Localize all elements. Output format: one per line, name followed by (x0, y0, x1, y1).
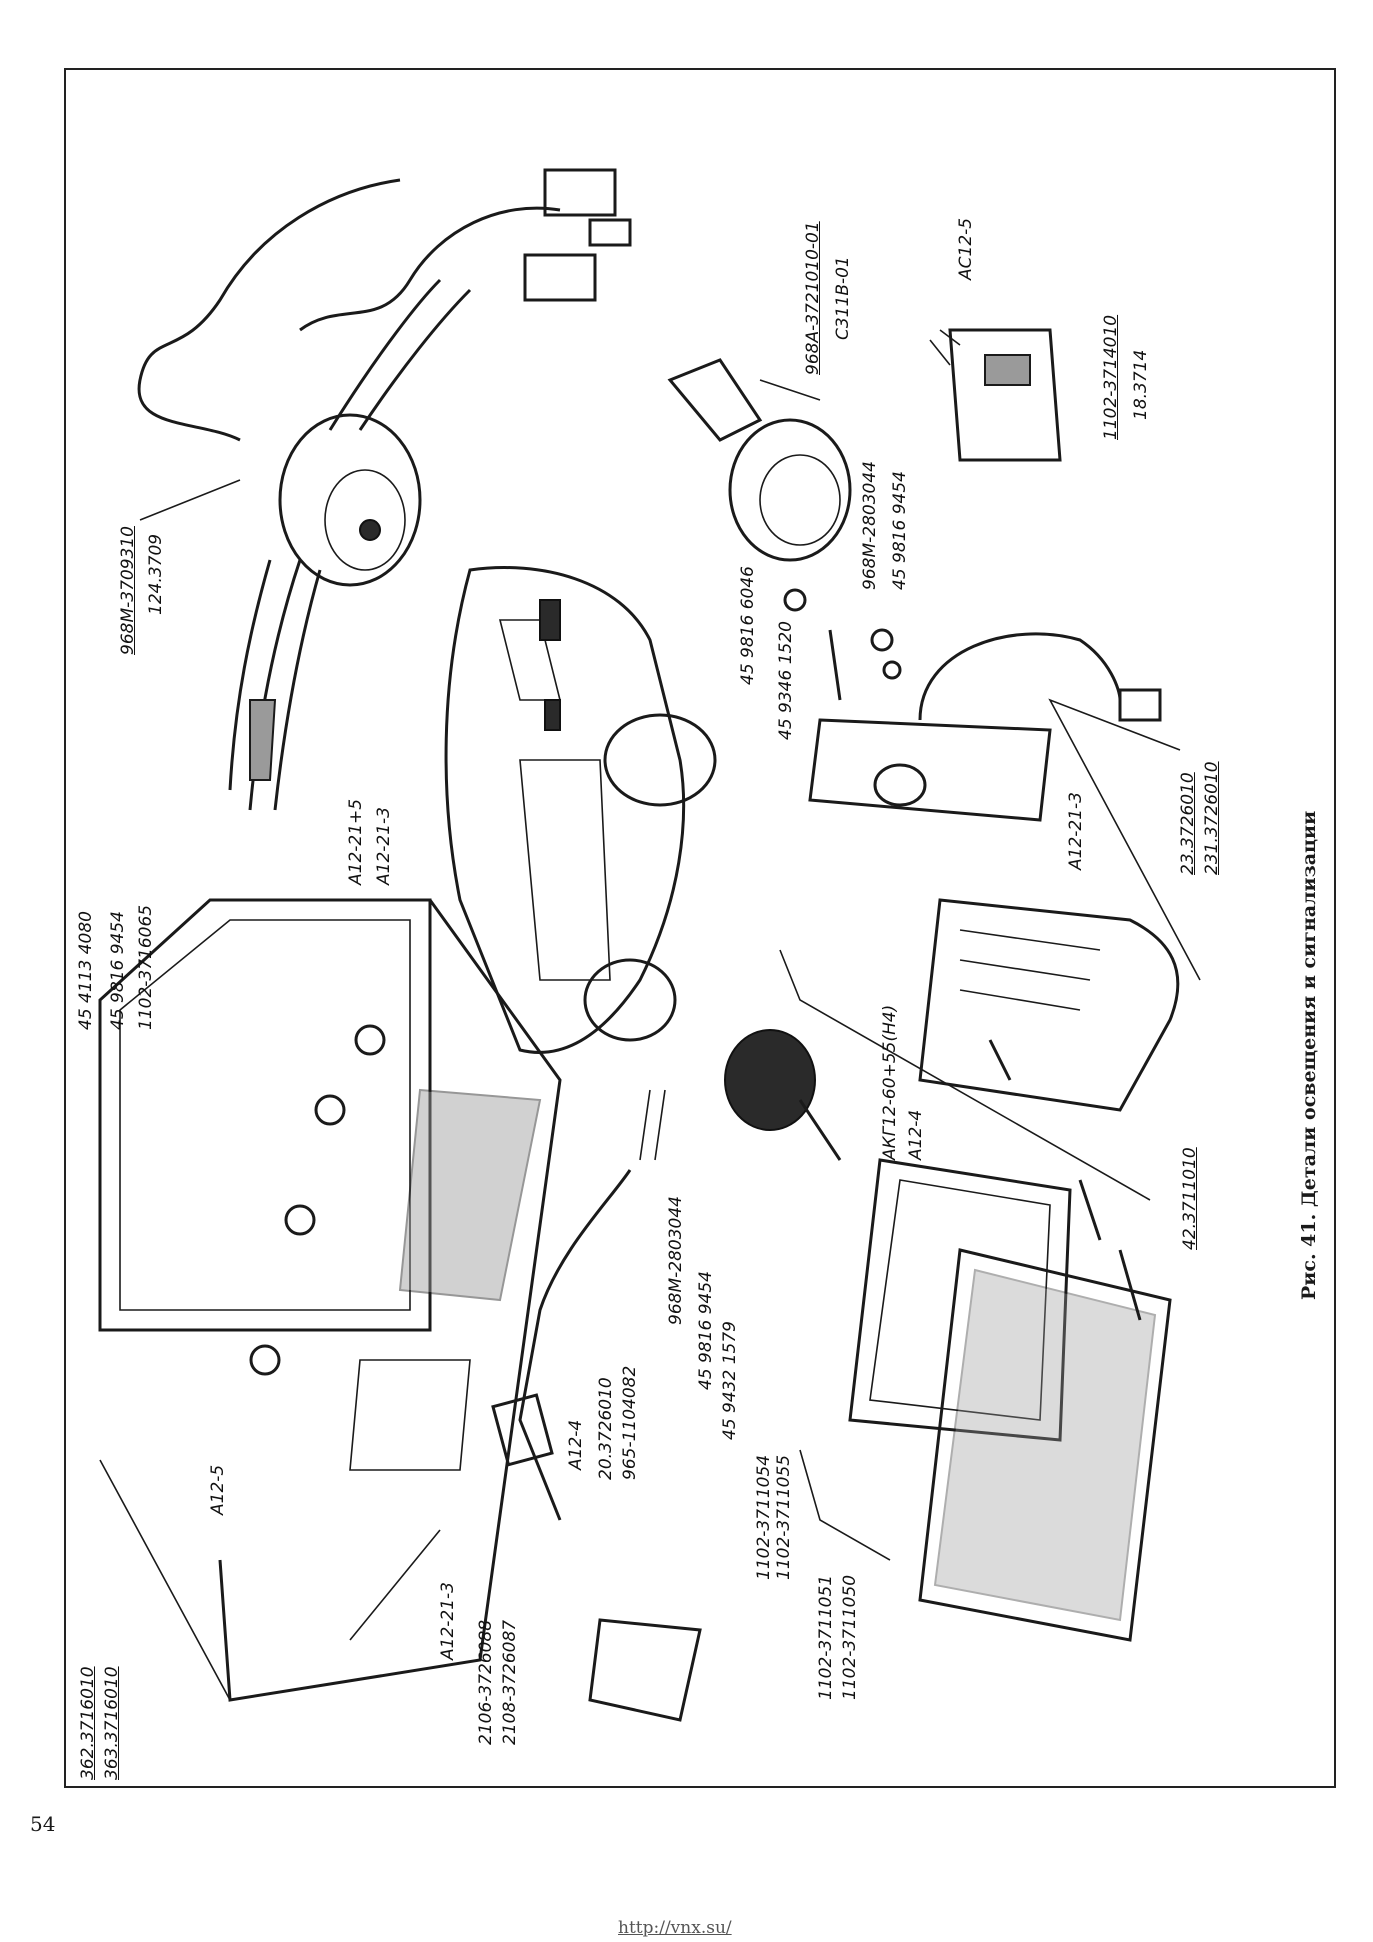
car-body-drawing (444, 566, 717, 1054)
part-label-headlamp: 42.3711010 (1180, 1147, 1200, 1250)
part-label-horn-washer: 45 9816 9454 (890, 471, 910, 590)
figure-caption: Рис. 41. Детали освещения и сигнализации (1298, 810, 1320, 1300)
part-label-headlamp-screw: 45 9432 1579 (720, 1321, 740, 1440)
part-label-bulb-ac12-5: АС12-5 (956, 217, 976, 280)
part-label-headlamp-nut: 968М-2803044 (666, 1196, 686, 1325)
part-label-horn: 968А-3721010-01 (803, 221, 823, 375)
part-label-bulb-a12-21-3-top: А12-21-3 (374, 807, 394, 885)
part-label-headlamp-washer: 45 9816 9454 (696, 1271, 716, 1390)
headlamp-drawing (724, 1029, 1172, 1642)
turn-signal-drawing (918, 898, 1180, 1112)
part-label-interior-lamp-alt: 18.3714 (1131, 349, 1151, 420)
part-label-tail-lamp-alt: 363.3716010 (102, 1666, 122, 1780)
side-repeater-drawing (808, 632, 1162, 822)
part-label-halogen-bulb: АКГ12-60+55(Н4) (880, 1004, 900, 1160)
part-label-bulb-a12-5: А12-5 (208, 1464, 228, 1515)
part-label-bulb-a12-4-head: А12-4 (906, 1109, 926, 1160)
part-label-tail-seal: 1102-3716065 (136, 904, 156, 1030)
part-label-horn-bolt: 45 9346 1520 (776, 621, 796, 740)
part-label-grommet: 965-1104082 (620, 1365, 640, 1480)
part-label-washer: 45 9816 9454 (108, 911, 128, 1030)
part-label-plate-lamp: 20.3726010 (596, 1377, 616, 1480)
part-label-nut: 45 4113 4080 (76, 911, 96, 1030)
horn-drawing (667, 358, 902, 701)
part-label-plate-lamp-lens: 2108-3726087 (500, 1619, 520, 1745)
steering-column-switch-drawing (137, 168, 632, 811)
plate-lamp-drawing (491, 1089, 702, 1722)
part-label-horn-nut: 968М-2803044 (860, 461, 880, 590)
part-label-repeater-bulb: А12-21-3 (1066, 792, 1086, 870)
part-label-steering-switch-alt: 124.3709 (146, 533, 166, 615)
site-url-link[interactable]: http://vnx.su/ (618, 1918, 732, 1938)
part-label-tail-bulb: А12-21-3 (438, 1582, 458, 1660)
part-label-repeater-alt: 231.3726010 (1202, 761, 1222, 875)
part-label-headlamp-frame: 1102-3711051 (816, 1574, 836, 1700)
part-label-bulb-a12-21-5: А12-21+5 (346, 798, 366, 885)
part-label-horn-washer-2: 45 9816 6046 (738, 566, 758, 685)
part-label-headlamp-bracket-alt: 1102-3711055 (774, 1454, 794, 1580)
leader-lines (99, 329, 1201, 1701)
part-label-plate-lamp-housing: 2106-3726088 (476, 1619, 496, 1745)
part-label-tail-lamp: 362.3716010 (78, 1666, 98, 1780)
part-label-repeater: 23.3726010 (1178, 772, 1198, 875)
part-label-bulb-a12-4-plate: А12-4 (566, 1419, 586, 1470)
page-number: 54 (30, 1812, 56, 1836)
page-frame (64, 68, 1336, 1788)
part-label-headlamp-bracket: 1102-3711054 (754, 1454, 774, 1580)
part-label-horn-alt: С311В-01 (833, 256, 853, 340)
tail-lamp-drawing (98, 898, 562, 1702)
part-label-steering-switch: 968М-3709310 (118, 526, 138, 655)
part-label-interior-lamp: 1102-3714010 (1101, 314, 1121, 440)
part-label-headlamp-frame-alt: 1102-3711050 (840, 1574, 860, 1700)
interior-lamp-drawing (929, 328, 1062, 462)
